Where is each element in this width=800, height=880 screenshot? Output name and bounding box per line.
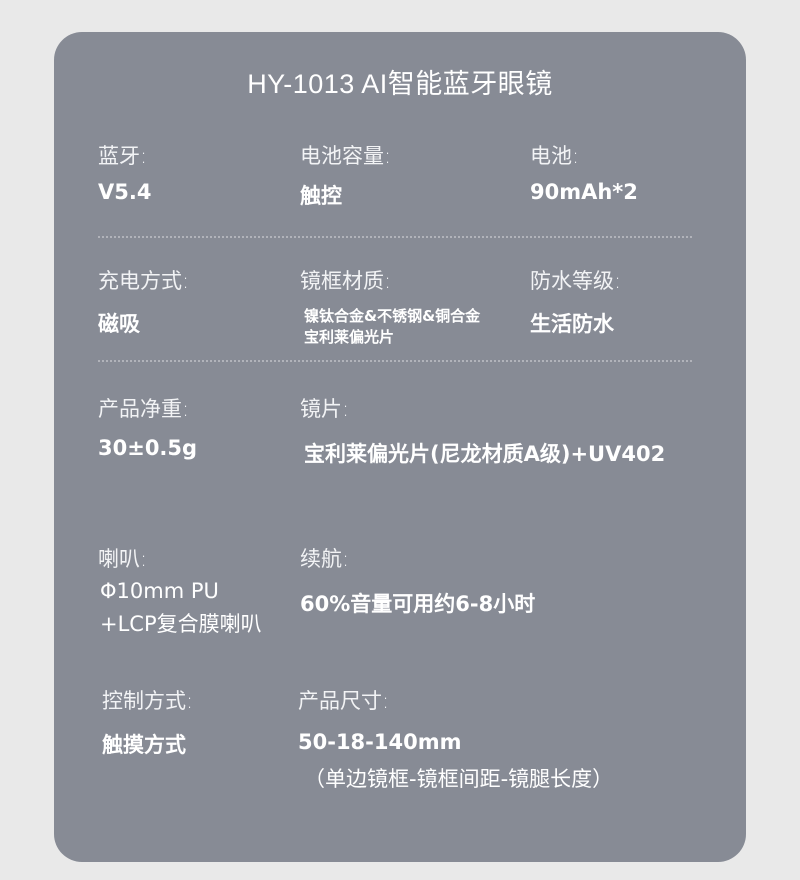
- waterproof-value: 生活防水: [530, 312, 614, 336]
- battery-label: 电池:: [530, 144, 580, 168]
- battery-capacity-label: 电池容量:: [300, 144, 392, 168]
- net-weight-label: 产品净重:: [98, 397, 190, 421]
- divider: [98, 236, 692, 238]
- net-weight-value: 30±0.5g: [98, 436, 198, 460]
- size-note: （单边镜框-镜框间距-镜腿长度）: [304, 767, 614, 791]
- speaker-value-line2: +LCP复合膜喇叭: [100, 612, 262, 636]
- battery-life-value: 60%音量可用约6-8小时: [300, 592, 536, 616]
- size-label: 产品尺寸:: [298, 689, 390, 713]
- divider: [98, 360, 692, 362]
- charging-value: 磁吸: [98, 312, 140, 336]
- lens-value: 宝利莱偏光片(尼龙材质A级)+UV402: [304, 442, 666, 466]
- waterproof-label: 防水等级:: [530, 269, 622, 293]
- spec-card: HY-1013 AI智能蓝牙眼镜 蓝牙: V5.4 电池容量: 触控 电池: 9…: [54, 32, 746, 862]
- battery-value: 90mAh*2: [530, 180, 638, 204]
- lens-label: 镜片:: [300, 397, 350, 421]
- size-value: 50-18-140mm: [298, 730, 462, 754]
- frame-material-label: 镜框材质:: [300, 269, 392, 293]
- speaker-value-line1: Φ10mm PU: [100, 579, 219, 603]
- control-label: 控制方式:: [102, 689, 194, 713]
- battery-capacity-value: 触控: [300, 184, 342, 208]
- bluetooth-label: 蓝牙:: [98, 144, 148, 168]
- control-value: 触摸方式: [102, 733, 186, 757]
- product-title: HY-1013 AI智能蓝牙眼镜: [247, 69, 553, 99]
- frame-material-value-line1: 镍钛合金&不锈钢&铜合金: [304, 307, 481, 325]
- battery-life-label: 续航:: [300, 547, 350, 571]
- charging-label: 充电方式:: [98, 269, 190, 293]
- speaker-label: 喇叭:: [98, 547, 148, 571]
- frame-material-value-line2: 宝利莱偏光片: [304, 328, 395, 346]
- bluetooth-value: V5.4: [98, 180, 152, 204]
